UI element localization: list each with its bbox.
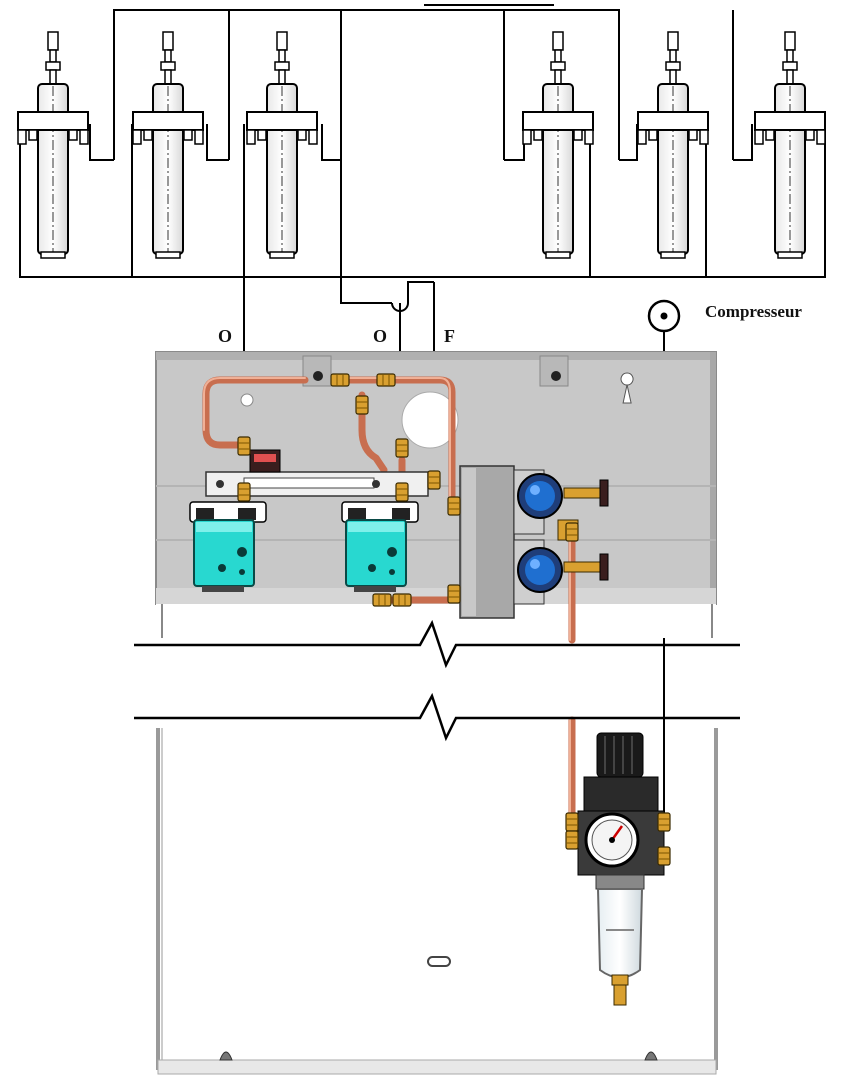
break-line-upper	[134, 619, 740, 669]
cylinder-2	[132, 31, 204, 259]
mounting-panel-lower	[156, 728, 718, 1075]
compressor-label: Compresseur	[705, 302, 802, 321]
port-label-o-left: O	[218, 326, 232, 346]
cylinder-1	[17, 31, 89, 259]
solenoid-valve-right	[341, 501, 419, 592]
cylinder-3	[246, 31, 318, 259]
port-label-f: F	[444, 326, 455, 346]
cylinder-4	[522, 31, 594, 259]
filter-regulator	[565, 732, 671, 1006]
copper-pipes-highlight	[203, 377, 571, 821]
pressure-manifold	[459, 465, 609, 619]
solenoid-valve-left	[189, 501, 267, 592]
port-label-o-right: O	[373, 326, 387, 346]
cylinder-6	[754, 31, 826, 259]
break-line-lower	[134, 692, 740, 742]
compressor-symbol	[647, 299, 681, 333]
cylinder-5	[637, 31, 709, 259]
cylinder-group-right	[522, 31, 826, 259]
cylinder-group-left	[17, 31, 318, 259]
